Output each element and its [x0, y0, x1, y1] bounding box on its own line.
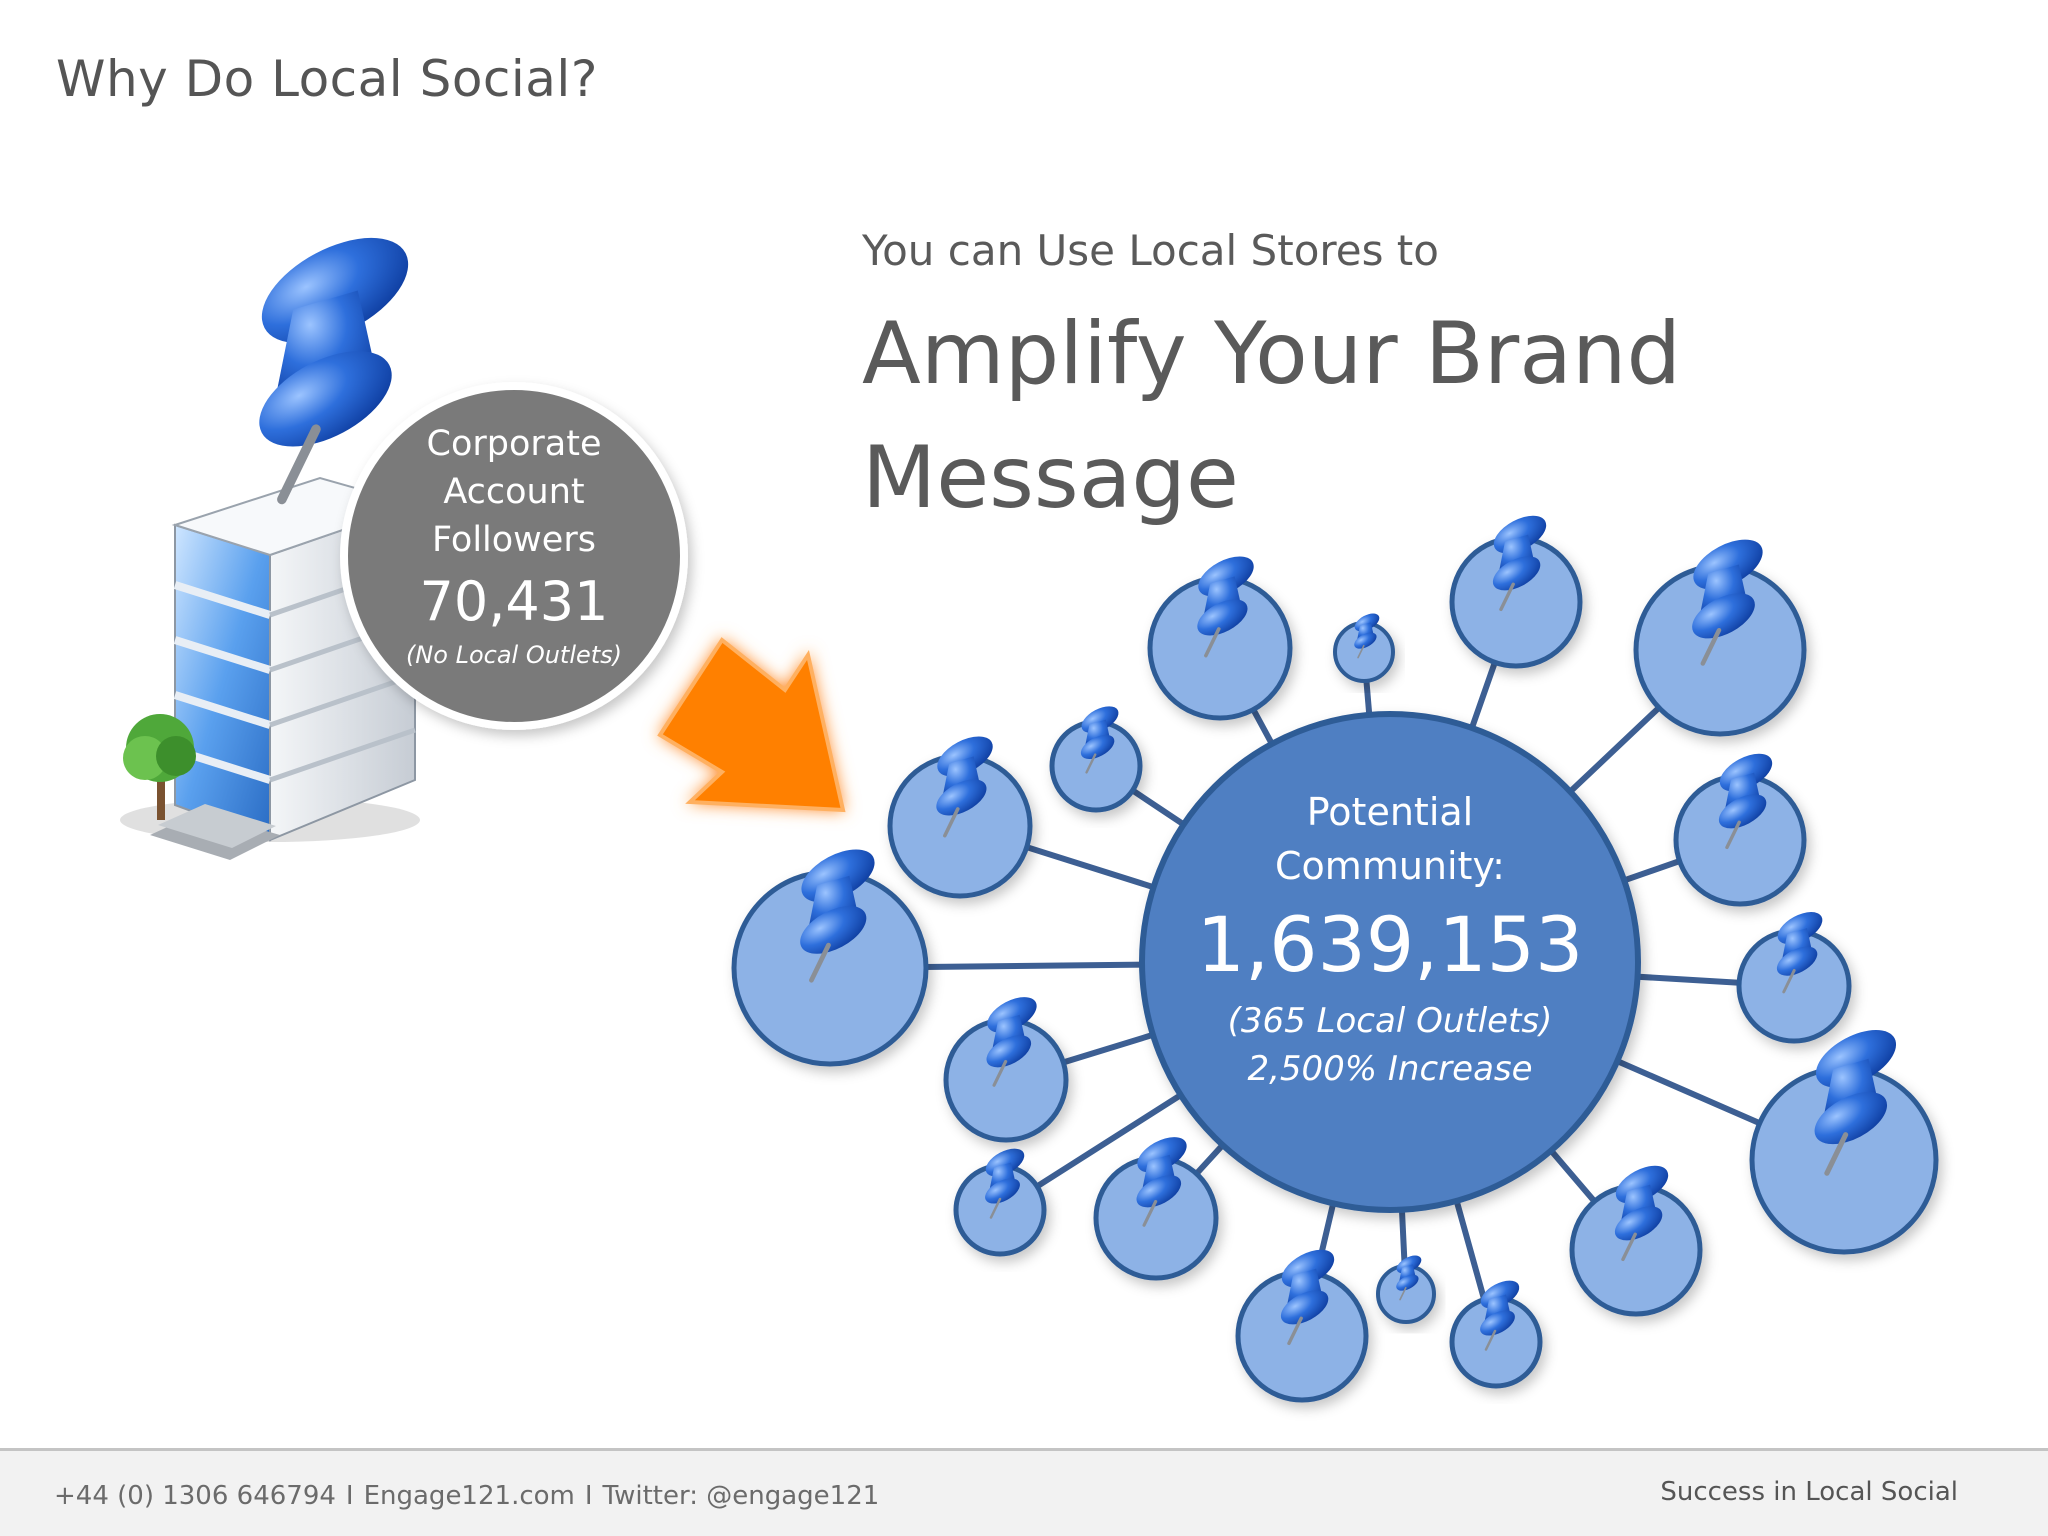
community-note-1: (365 Local Outlets)	[1227, 1001, 1553, 1041]
node	[1673, 744, 1807, 907]
footer-separator: I	[345, 1481, 354, 1511]
corporate-followers-text: Corporate Account Followers 70,431 (No L…	[352, 420, 676, 670]
corporate-label-2: Account	[443, 472, 585, 512]
footer-phone: +44 (0) 1306 646794	[54, 1481, 336, 1511]
headline: Amplify Your Brand Message	[862, 304, 1682, 528]
node	[1569, 1156, 1703, 1317]
corporate-note: (No Local Outlets)	[405, 641, 623, 669]
community-label-1: Potential	[1306, 790, 1474, 834]
community-note-2: 2,500% Increase	[1247, 1049, 1533, 1089]
node	[1333, 609, 1395, 683]
node	[1449, 506, 1583, 669]
footer-contact: +44 (0) 1306 646794 I Engage121.com I Twitte…	[54, 1481, 879, 1511]
corporate-bubble	[340, 382, 688, 730]
subheading: You can Use Local Stores to	[862, 226, 1439, 275]
node	[1049, 699, 1143, 813]
corporate-label-3: Followers	[432, 520, 596, 560]
community-text: Potential Community: 1,639,153 (365 Loca…	[1148, 785, 1632, 1093]
node	[1093, 1128, 1219, 1281]
node	[1449, 1273, 1543, 1389]
node	[1147, 546, 1293, 721]
footer-tagline: Success in Local Social	[1660, 1477, 1958, 1507]
footer: +44 (0) 1306 646794 I Engage121.com I Twitte…	[0, 1448, 2048, 1536]
node	[953, 1141, 1047, 1257]
node	[1633, 529, 1807, 737]
footer-site-link[interactable]: Engage121.com	[363, 1481, 575, 1511]
community-label-2: Community:	[1275, 844, 1505, 888]
amplify-graphic	[120, 0, 1939, 1403]
corporate-count: 70,431	[419, 570, 609, 633]
tree-icon	[123, 714, 196, 820]
footer-separator: I	[584, 1481, 593, 1511]
satellite-nodes	[731, 506, 1939, 1403]
node	[1376, 1251, 1436, 1324]
orange-arrow-icon	[657, 637, 846, 813]
node	[943, 988, 1069, 1143]
node	[731, 839, 929, 1067]
node	[1736, 903, 1852, 1044]
slide-title: Why Do Local Social?	[56, 50, 598, 108]
node	[887, 726, 1033, 899]
community-count: 1,639,153	[1196, 900, 1584, 989]
corporate-label-1: Corporate	[426, 424, 602, 464]
node	[1235, 1240, 1369, 1403]
office-building-icon	[120, 216, 425, 860]
node	[1749, 1018, 1939, 1255]
footer-twitter-link[interactable]: Twitter: @engage121	[602, 1481, 880, 1511]
community-hub	[1139, 711, 1641, 1213]
